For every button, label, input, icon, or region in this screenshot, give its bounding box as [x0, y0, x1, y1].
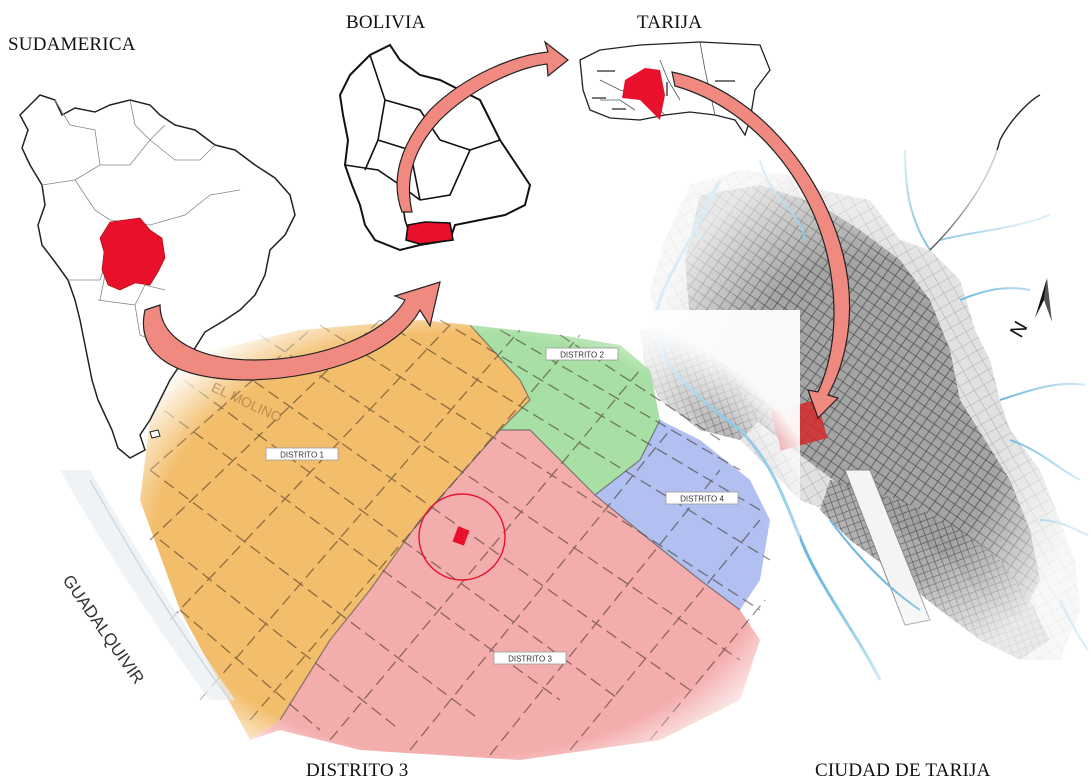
cercado-highlight	[622, 68, 665, 120]
bolivia-highlight	[99, 217, 166, 291]
tarija-department-highlight	[405, 221, 454, 245]
svg-text:DISTRITO 1: DISTRITO 1	[280, 451, 324, 460]
district-map: DISTRITO 1 DISTRITO 2 DISTRITO 4 DISTRIT…	[59, 310, 800, 780]
caption-ciudad-de-tarija: CIUDAD DE TARIJA	[815, 760, 991, 781]
tarija-map	[579, 41, 771, 137]
caption-sudamerica: SUDAMERICA	[8, 34, 136, 55]
caption-distrito-3: DISTRITO 3	[306, 760, 409, 781]
label-distrito-1: DISTRITO 1	[265, 447, 339, 461]
label-distrito-2: DISTRITO 2	[545, 347, 619, 361]
caption-tarija: TARIJA	[637, 12, 703, 33]
svg-text:DISTRITO 4: DISTRITO 4	[680, 495, 724, 504]
tarija-province-labels	[592, 70, 735, 110]
site-circle	[418, 493, 506, 581]
site-parcel	[452, 526, 470, 546]
south-america-outline	[19, 94, 296, 459]
caption-bolivia: BOLIVIA	[346, 12, 426, 33]
south-america-map	[19, 94, 296, 459]
label-distrito-3: DISTRITO 3	[493, 651, 567, 665]
bolivia-outline	[338, 43, 532, 252]
falkland-islands	[149, 429, 161, 439]
tarija-outline	[579, 41, 771, 137]
bolivia-map	[338, 43, 532, 252]
curved-arrow-icon	[142, 40, 851, 420]
svg-text:DISTRITO 2: DISTRITO 2	[560, 351, 604, 360]
label-distrito-4: DISTRITO 4	[665, 491, 739, 505]
country-borders	[41, 99, 241, 366]
svg-text:DISTRITO 3: DISTRITO 3	[508, 655, 552, 664]
